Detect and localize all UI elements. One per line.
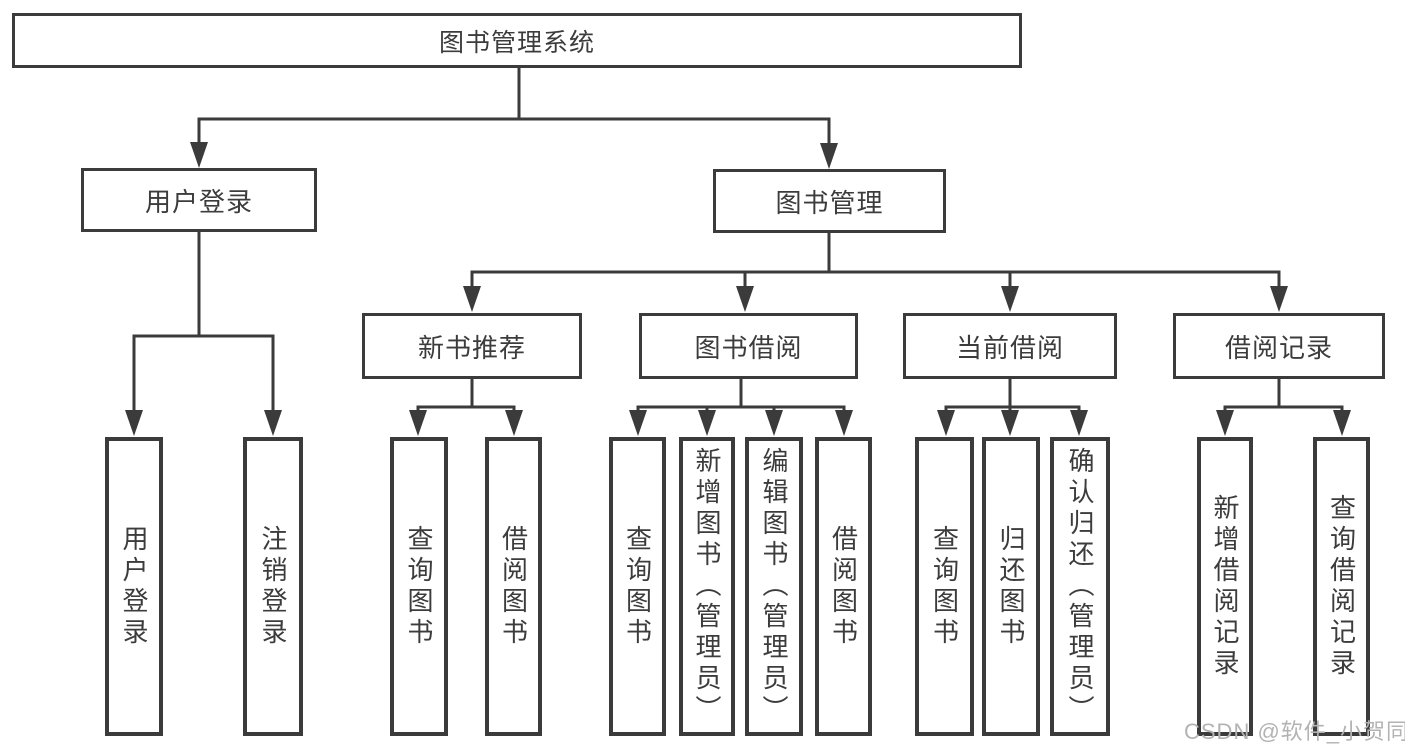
leaf-user-login: 用户登录 xyxy=(105,437,163,736)
leaf-return-book: 归还图书 xyxy=(982,437,1040,736)
leaf-add-borrow-record: 新增借阅记录 xyxy=(1197,437,1253,736)
node-book-borrow: 图书借阅 xyxy=(639,313,858,379)
leaf-query-borrow-record: 查询借阅记录 xyxy=(1313,437,1370,736)
node-root-library-system: 图书管理系统 xyxy=(12,13,1022,68)
leaf-borrow-books-recommend: 借阅图书 xyxy=(485,437,542,736)
leaf-borrow-books: 借阅图书 xyxy=(815,437,872,736)
node-new-book-recommend: 新书推荐 xyxy=(362,313,582,379)
leaf-confirm-return-admin: 确认归还（管理员） xyxy=(1050,437,1110,736)
node-user-login: 用户登录 xyxy=(81,168,317,232)
leaf-logout: 注销登录 xyxy=(243,437,303,736)
leaf-query-books-current: 查询图书 xyxy=(915,437,974,736)
leaf-query-books-recommend: 查询图书 xyxy=(390,437,448,736)
watermark-csdn: CSDN @软件_小贺同学 xyxy=(1184,719,1405,744)
leaf-query-books-borrow: 查询图书 xyxy=(609,437,666,736)
leaf-add-book-admin: 新增图书（管理员） xyxy=(679,437,735,736)
node-current-borrow: 当前借阅 xyxy=(903,313,1117,379)
leaf-edit-book-admin: 编辑图书（管理员） xyxy=(745,437,803,736)
node-book-management: 图书管理 xyxy=(713,169,946,233)
node-borrow-records: 借阅记录 xyxy=(1173,313,1385,379)
